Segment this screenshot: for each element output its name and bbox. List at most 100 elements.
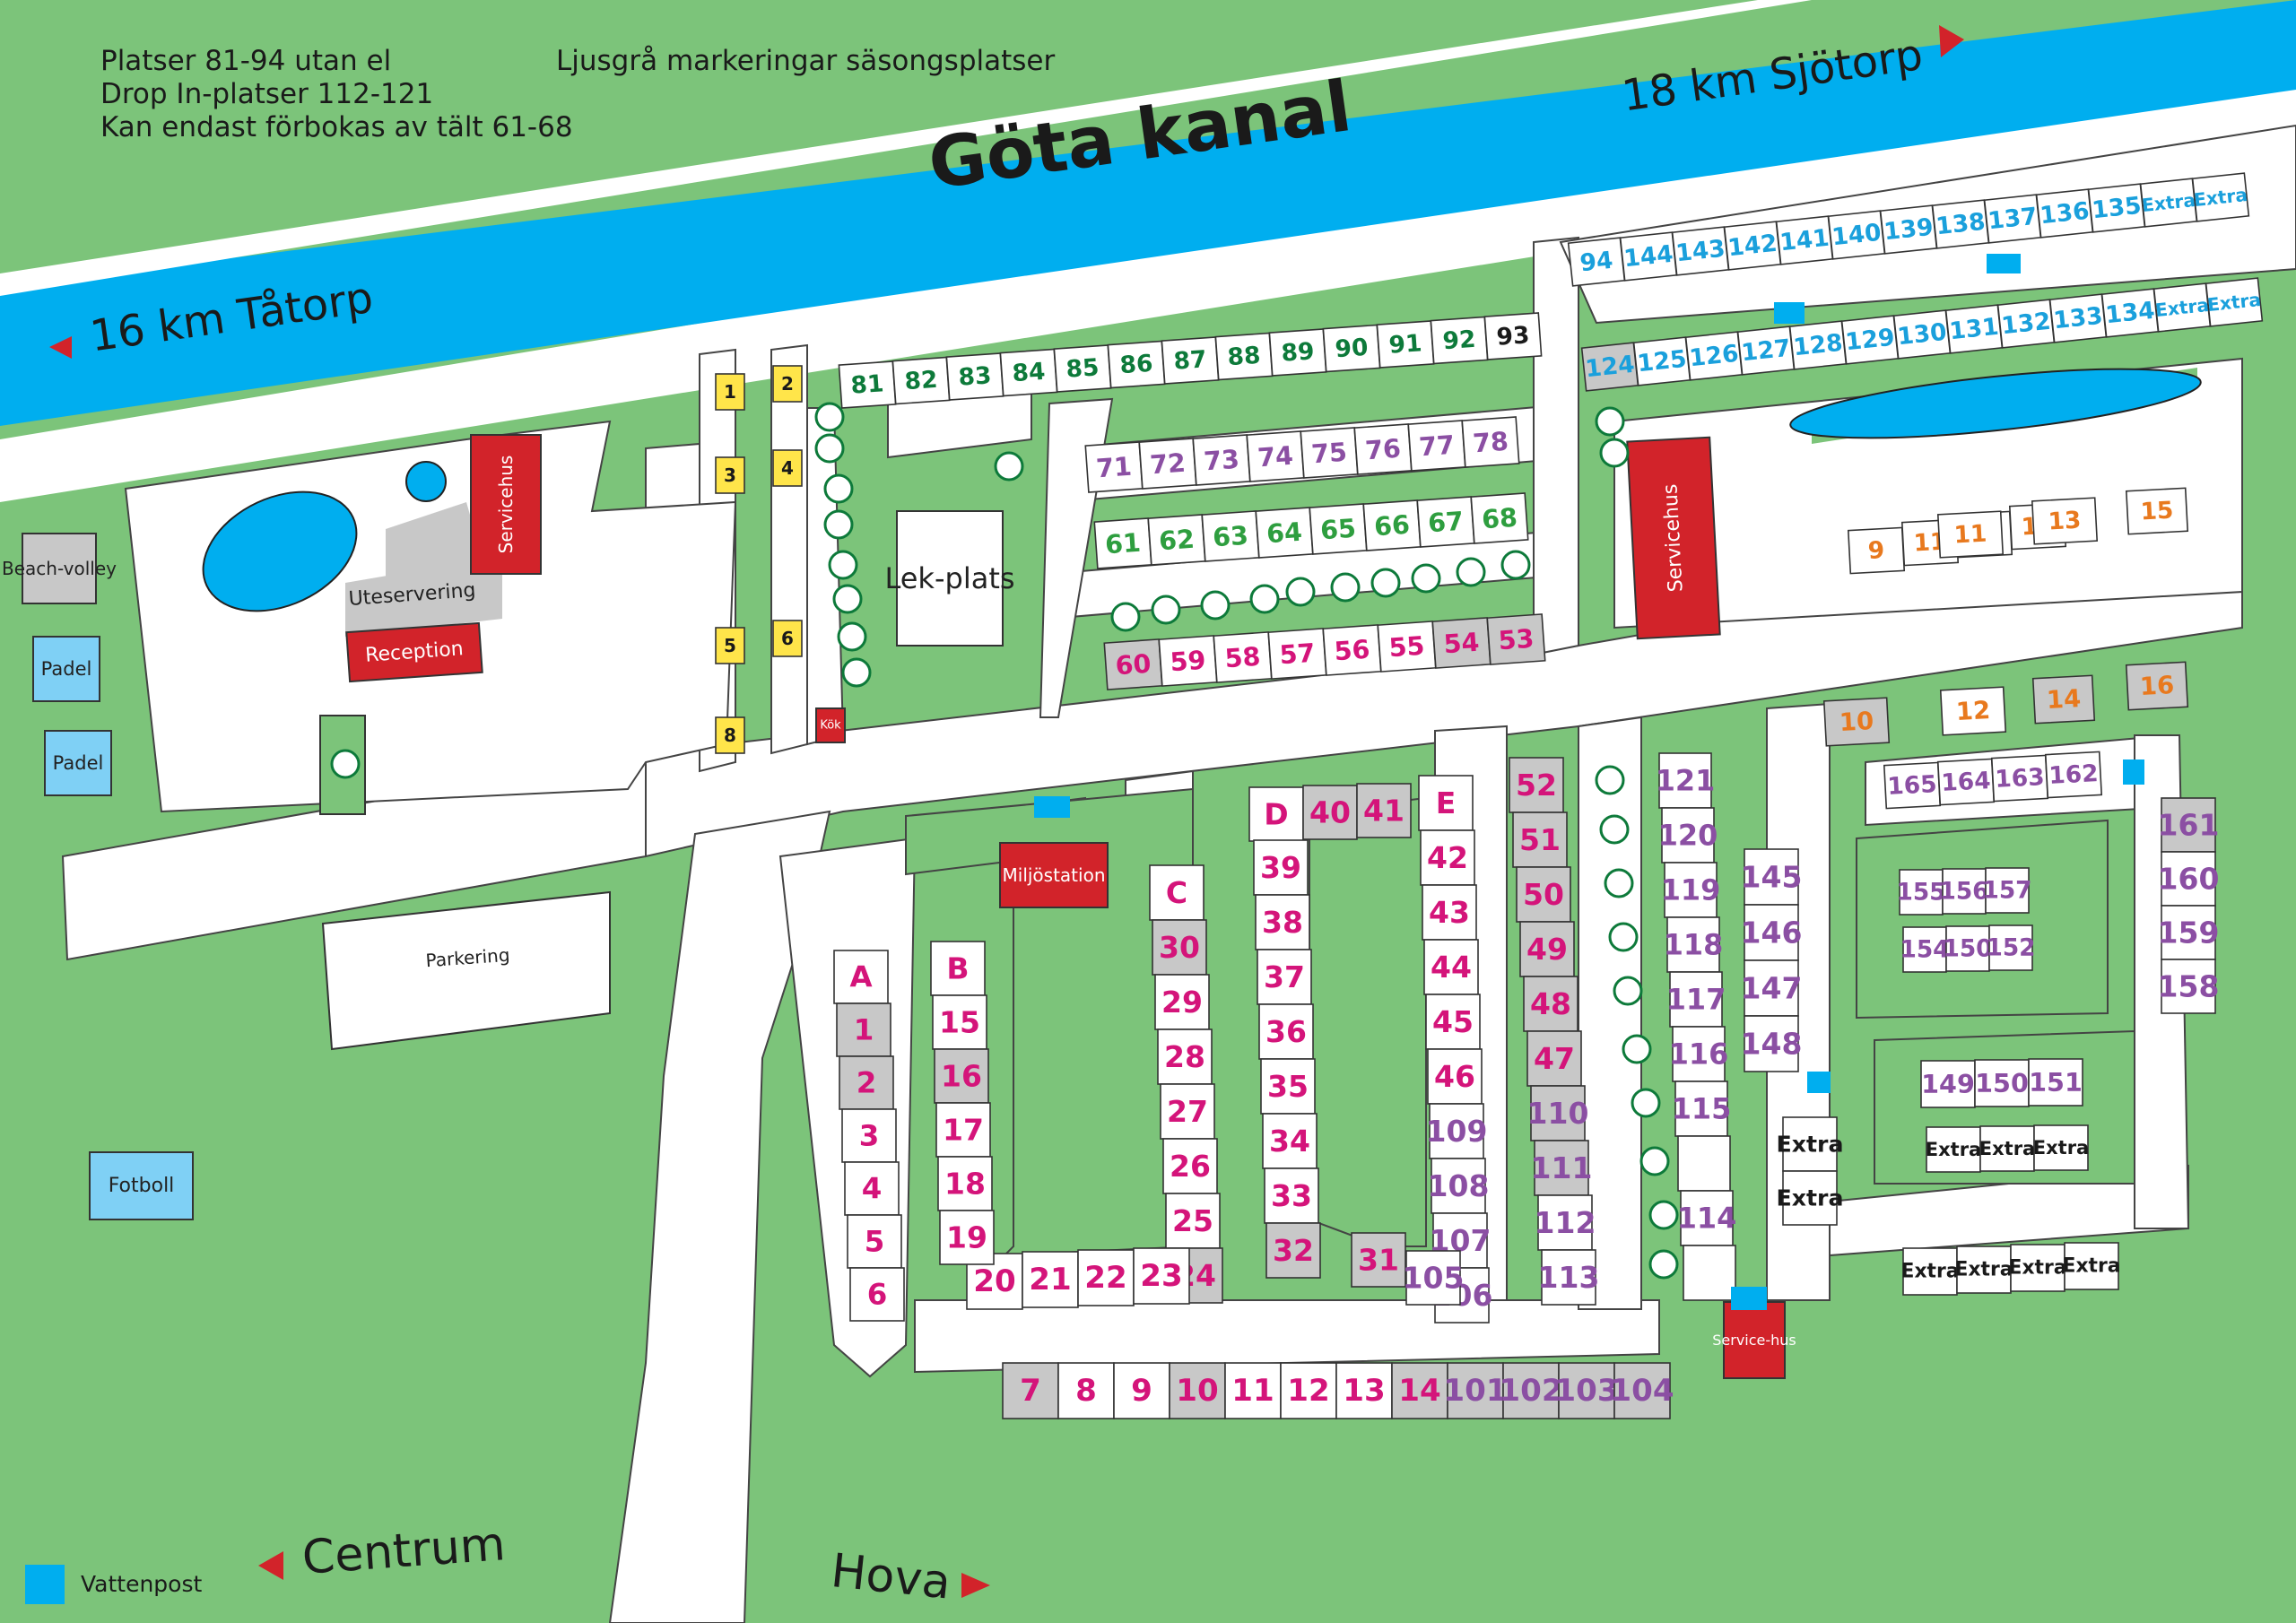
site-plot[interactable]: B [930,941,986,996]
site-plot[interactable]: 60 [1103,638,1163,690]
site-plot[interactable]: 104 [1610,1362,1674,1419]
site-plot[interactable]: 137 [1983,194,2042,244]
site-plot[interactable]: 127 [1736,325,1796,376]
site-plot[interactable]: D [1248,786,1304,842]
site-plot[interactable]: Extra [2139,178,2198,228]
site-plot[interactable]: 134 [2100,288,2160,338]
site-plot[interactable]: 85 [1053,344,1112,393]
site-plot[interactable]: 154 [1900,926,1950,973]
site-plot[interactable]: Extra [2009,1244,2067,1292]
site-plot[interactable]: 77 [1407,420,1466,472]
site-plot[interactable]: 117 [1666,971,1726,1028]
site-plot[interactable]: 94 [1567,237,1626,287]
site-plot[interactable]: 165 [1883,761,1942,810]
site-plot[interactable]: Extra [1901,1247,1960,1296]
site-plot[interactable]: 31 [1351,1232,1406,1288]
beachvolley-court[interactable]: Beach-volley [2,533,117,604]
site-plot[interactable]: 114 [1677,1190,1737,1246]
site-plot[interactable]: 121 [1656,752,1716,809]
site-plot[interactable]: 78 [1461,416,1520,468]
site-plot[interactable]: 8 [715,716,745,754]
miljostation-building[interactable]: Miljöstation [999,842,1109,908]
site-plot[interactable]: 144 [1619,231,1678,282]
site-plot[interactable]: 48 [1523,976,1578,1032]
site-plot[interactable]: 71 [1084,441,1144,493]
site-plot[interactable]: 67 [1416,496,1475,548]
site-plot[interactable] [1677,1135,1731,1192]
site-plot[interactable]: 33 [1264,1167,1319,1224]
site-plot[interactable]: 75 [1300,427,1359,479]
site-plot[interactable]: 145 [1741,848,1803,906]
site-plot[interactable]: 58 [1213,631,1273,683]
site-plot[interactable]: 1 [836,1002,891,1057]
site-plot[interactable]: 28 [1157,1028,1213,1085]
site-plot[interactable]: 12 [1939,686,2007,736]
site-plot[interactable]: 61 [1093,517,1152,569]
servicehus-main[interactable]: Servicehus [470,434,542,575]
site-plot[interactable]: 143 [1671,226,1730,276]
site-plot[interactable]: 10 [1822,697,1891,747]
site-plot[interactable]: Extra [1955,1245,2013,1294]
site-plot[interactable]: 4 [772,449,803,487]
site-plot[interactable]: 7 [1002,1362,1059,1419]
site-plot[interactable]: 49 [1519,921,1575,977]
site-plot[interactable]: 5 [715,627,745,664]
site-plot[interactable]: 139 [1879,204,1938,255]
site-plot[interactable]: 152 [1986,924,2036,971]
site-plot[interactable]: 156 [1939,868,1989,915]
site-plot[interactable]: 142 [1723,221,1782,271]
site-plot[interactable]: 83 [945,352,1004,401]
site-plot[interactable]: 2 [839,1055,894,1110]
site-plot[interactable]: 12 [1280,1362,1337,1419]
site-plot[interactable]: 72 [1138,438,1197,490]
site-plot[interactable]: 11 [1936,510,2005,559]
site-plot[interactable]: 92 [1430,316,1489,365]
site-plot[interactable]: Extra [2152,282,2212,333]
site-plot[interactable]: 148 [1741,1015,1803,1072]
site-plot[interactable]: 11 [1224,1362,1282,1419]
site-plot[interactable]: 21 [1022,1251,1079,1308]
servicehus-east[interactable]: Servicehus [1626,436,1721,640]
site-plot[interactable]: Extra [2205,277,2264,327]
site-plot[interactable]: Extra [1979,1125,2035,1172]
site-plot[interactable]: 140 [1827,210,1886,260]
site-plot[interactable]: 63 [1201,510,1260,562]
site-plot[interactable]: 124 [1580,342,1639,392]
site-plot[interactable]: 87 [1161,336,1220,385]
site-plot[interactable]: 38 [1255,894,1310,950]
site-plot[interactable]: 52 [1509,757,1564,813]
lekplats-area[interactable]: Lek-plats [884,510,1015,647]
site-plot[interactable]: 5 [847,1214,902,1269]
site-plot[interactable]: 157 [1982,867,2032,914]
site-plot[interactable]: 138 [1931,199,1990,249]
site-plot[interactable]: 151 [2028,1058,2083,1107]
site-plot[interactable]: 129 [1840,315,1900,365]
site-plot[interactable]: 40 [1302,785,1358,840]
site-plot[interactable]: 136 [2035,188,2094,239]
site-plot[interactable]: 150 [1974,1059,2030,1107]
site-plot[interactable]: 62 [1147,514,1206,566]
site-plot[interactable]: 109 [1426,1103,1488,1159]
site-plot[interactable]: 41 [1356,783,1412,838]
site-plot[interactable]: 66 [1362,499,1422,551]
site-plot[interactable]: Extra [2033,1124,2089,1171]
site-plot[interactable]: 160 [2158,851,2220,907]
site-plot[interactable]: 128 [1788,320,1848,370]
reception-building[interactable]: Reception [345,621,483,683]
site-plot[interactable]: 15 [932,994,987,1050]
site-plot[interactable]: 108 [1428,1158,1490,1214]
site-plot[interactable]: 91 [1376,320,1435,369]
site-plot[interactable]: 29 [1154,974,1210,1030]
site-plot[interactable]: 81 [838,360,897,409]
site-plot[interactable]: 14 [2031,674,2096,725]
site-plot[interactable]: 43 [1422,884,1477,941]
site-plot[interactable]: 115 [1672,1081,1732,1137]
site-plot[interactable]: 126 [1684,331,1744,381]
site-plot[interactable]: 2 [772,365,803,403]
site-plot[interactable]: 102 [1499,1362,1563,1419]
site-plot[interactable]: 119 [1661,862,1721,918]
site-plot[interactable]: 118 [1664,916,1724,973]
site-plot[interactable]: 9 [1847,526,1906,575]
site-plot[interactable]: 112 [1535,1194,1596,1251]
site-plot[interactable]: 159 [2158,905,2220,960]
